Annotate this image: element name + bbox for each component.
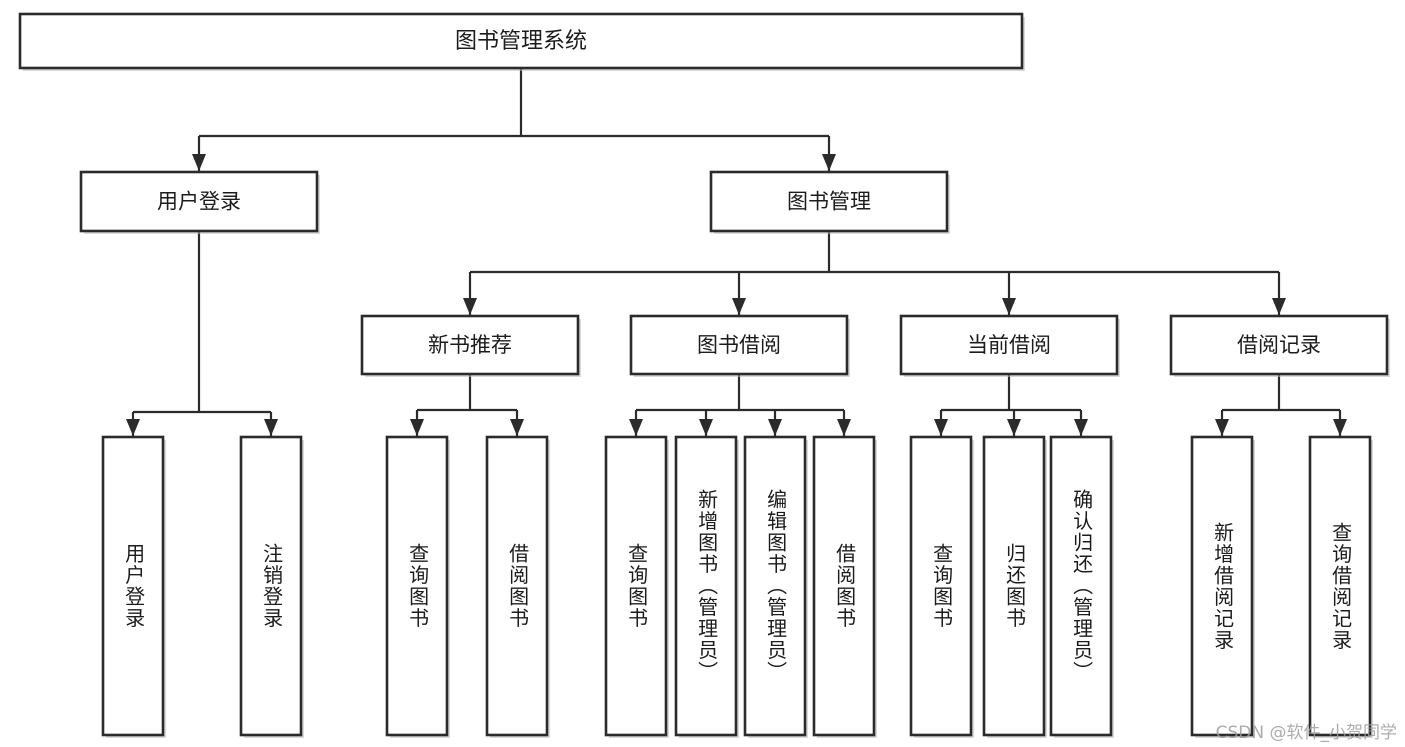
arrow-head-icon (1002, 298, 1016, 315)
node-box-level3[interactable] (1169, 314, 1389, 376)
arrow-head-icon (837, 419, 851, 436)
node-box-leaf[interactable] (1308, 435, 1372, 737)
node-box-leaf[interactable] (1190, 435, 1254, 737)
arrow-head-icon (463, 298, 477, 315)
node-box-level2[interactable] (79, 170, 319, 233)
node-box-leaf[interactable] (743, 435, 807, 737)
arrow-head-icon (1333, 419, 1347, 436)
node-box-leaf[interactable] (982, 435, 1046, 737)
node-box-leaf[interactable] (485, 435, 549, 737)
node-box-leaf[interactable] (385, 435, 449, 737)
node-box-leaf[interactable] (239, 435, 303, 737)
node-box-leaf[interactable] (909, 435, 973, 737)
arrow-head-icon (1272, 298, 1286, 315)
arrow-head-icon (934, 419, 948, 436)
watermark-text: CSDN @软件_小贺同学 (1215, 723, 1397, 743)
arrow-head-icon (822, 154, 836, 171)
node-box-leaf[interactable] (1049, 435, 1113, 737)
node-box-level3[interactable] (629, 314, 849, 376)
node-box-leaf[interactable] (674, 435, 738, 737)
node-box-level2[interactable] (709, 170, 949, 233)
arrow-head-icon (264, 419, 278, 436)
node-label-level3: 借阅记录 (1237, 333, 1321, 357)
arrow-head-icon (126, 419, 140, 436)
arrow-head-icon (192, 154, 206, 171)
node-box-root[interactable] (18, 12, 1024, 70)
node-box-leaf[interactable] (812, 435, 876, 737)
node-box-level3[interactable] (899, 314, 1119, 376)
arrow-head-icon (699, 419, 713, 436)
node-box-level3[interactable] (360, 314, 580, 376)
node-label-level3: 新书推荐 (428, 333, 512, 357)
arrow-head-icon (629, 419, 643, 436)
node-label-level2: 用户登录 (157, 190, 241, 214)
node-box-layer (18, 12, 1390, 738)
connector-layer (126, 68, 1347, 436)
arrow-head-icon (732, 298, 746, 315)
node-label-root: 图书管理系统 (455, 29, 587, 54)
node-label-level2: 图书管理 (787, 190, 871, 214)
arrow-head-icon (1007, 419, 1021, 436)
arrow-head-icon (1074, 419, 1088, 436)
node-box-leaf[interactable] (604, 435, 668, 737)
node-label-level3: 当前借阅 (967, 333, 1051, 357)
node-box-leaf[interactable] (101, 435, 165, 737)
arrow-head-icon (410, 419, 424, 436)
arrow-head-icon (510, 419, 524, 436)
arrow-head-icon (1215, 419, 1229, 436)
arrow-head-icon (768, 419, 782, 436)
node-label-level3: 图书借阅 (697, 333, 781, 357)
